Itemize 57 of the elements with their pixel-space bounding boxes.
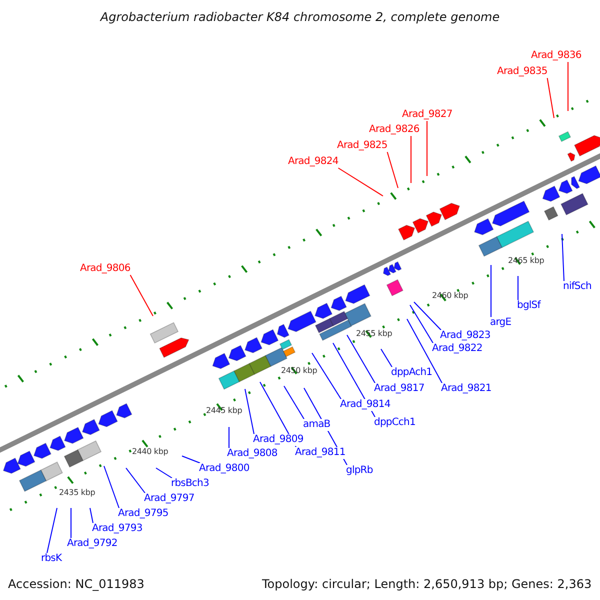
gene-label: Arad_9793 [92, 523, 142, 535]
gene-label: Arad_9836 [531, 50, 582, 62]
leader-line [338, 168, 384, 196]
gene-label: Arad_9811 [295, 447, 346, 459]
gene-label: Arad_9827 [402, 109, 452, 121]
gene-label: amaB [303, 419, 330, 431]
gene-label: Arad_9821 [441, 383, 492, 395]
gene-label: dppCch1 [374, 417, 416, 429]
leader-line [346, 334, 376, 384]
leader-line [46, 508, 58, 554]
gene-label: Arad_9826 [369, 124, 420, 136]
scale-label: 2445 kbp [206, 406, 242, 416]
gene-label: Arad_9817 [374, 383, 424, 395]
scale-label: 2440 kbp [132, 447, 168, 457]
scale-label: 2435 kbp [59, 488, 96, 498]
leader-line [228, 426, 230, 448]
leader-line [244, 388, 254, 434]
leader-line [386, 152, 398, 188]
leader-line [130, 274, 154, 316]
leader-line [410, 136, 412, 184]
leader-line [312, 352, 342, 400]
gene-label: Arad_9792 [67, 538, 118, 550]
gene-label: Arad_9824 [288, 156, 338, 168]
gene-label: Arad_9808 [227, 448, 278, 460]
leader-line [182, 456, 200, 464]
leader-line [380, 348, 392, 368]
leader-line [414, 302, 442, 330]
gene-label: Arad_9809 [253, 434, 304, 446]
gene-label: Arad_9835 [497, 66, 548, 78]
gene-label: Arad_9823 [440, 330, 490, 342]
title: Agrobacterium radiobacter K84 chromosome 2, complete genome [98, 10, 501, 24]
leader-line [90, 508, 94, 524]
gene-label: Arad_9814 [340, 399, 390, 411]
leader-line [284, 386, 304, 420]
gene-label: Arad_9797 [144, 493, 194, 505]
gene-label: Arad_9800 [199, 463, 250, 475]
footer-text: Topology: circular; Length: 2,650,913 bp; Genes: 2,363 [262, 577, 592, 591]
gene-label: Arad_9825 [337, 140, 388, 152]
scale-label: 2460 kbp [432, 291, 468, 301]
leader-line [410, 304, 434, 344]
gene-label: dppAch1 [391, 367, 432, 379]
leader-line [156, 468, 172, 478]
leader-line [406, 318, 442, 384]
leader-line [104, 466, 120, 508]
leader-line [546, 78, 554, 118]
leader-line [562, 234, 564, 282]
gene-label: glpRb [346, 465, 373, 477]
gene-label: argE [490, 317, 512, 329]
gene-label: Arad_9806 [80, 263, 130, 275]
gene-label: Arad_9822 [432, 343, 482, 355]
footer-text: Accession: NC_011983 [8, 577, 144, 591]
gene-label: bglSf [517, 300, 540, 312]
gene-label: Arad_9795 [118, 508, 168, 520]
leader-line [70, 508, 72, 538]
leader-line [426, 120, 428, 176]
leader-line [490, 264, 492, 318]
leader-line [126, 468, 146, 494]
